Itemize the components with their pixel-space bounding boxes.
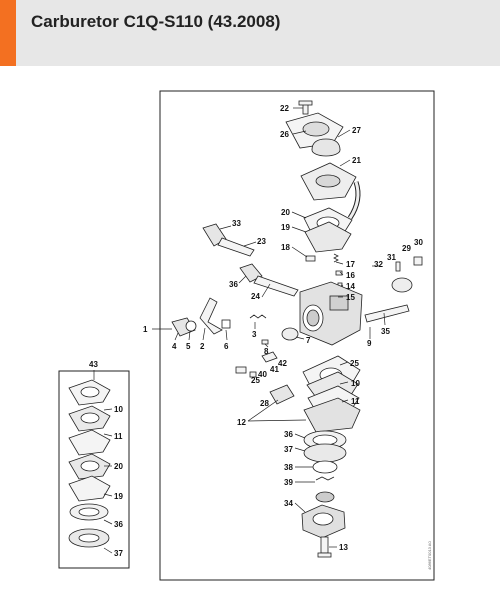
kit-callout-19: 19 (114, 492, 123, 501)
callout-37: 37 (284, 445, 293, 454)
callout-6: 6 (224, 342, 229, 351)
callout-38: 38 (284, 463, 293, 472)
callout-34: 34 (284, 499, 293, 508)
main-parts (171, 100, 423, 558)
page-title: Carburetor C1Q-S110 (43.2008) (31, 12, 281, 31)
callout-27: 27 (352, 126, 361, 135)
callout-23: 23 (257, 237, 266, 246)
kit-callout-20: 20 (114, 462, 123, 471)
callout-15: 15 (346, 293, 355, 302)
callout-2: 2 (200, 342, 205, 351)
callout-10: 10 (351, 379, 360, 388)
callout-32: 32 (374, 260, 383, 269)
callout-36: 36 (229, 280, 238, 289)
callout-8: 8 (264, 347, 269, 356)
callout-25-upper: 25 (350, 359, 359, 368)
callout-13: 13 (339, 543, 348, 552)
callout-12: 12 (237, 418, 246, 427)
callout-40: 40 (258, 370, 267, 379)
callout-41: 41 (270, 365, 279, 374)
callout-3: 3 (252, 330, 257, 339)
header-bar: Carburetor C1Q-S110 (43.2008) (0, 0, 500, 66)
kit-callout-11: 11 (114, 432, 123, 441)
main-callouts: 22 26 27 21 20 19 18 17 16 14 15 33 23 3… (143, 104, 423, 552)
callout-39: 39 (284, 478, 293, 487)
drawing-code: 4086ET0013 A0 (427, 541, 432, 570)
callout-29: 29 (402, 244, 411, 253)
callout-18: 18 (281, 243, 290, 252)
callout-19: 19 (281, 223, 290, 232)
callout-7: 7 (306, 336, 311, 345)
callout-4: 4 (172, 342, 177, 351)
kit-callout-43: 43 (89, 360, 98, 369)
kit-callouts: 43 10 11 20 19 36 37 (89, 360, 123, 558)
leader-lines (152, 107, 386, 548)
callout-17: 17 (346, 260, 355, 269)
kit-callout-36: 36 (114, 520, 123, 529)
callout-5: 5 (186, 342, 191, 351)
kit-leader-lines (93, 370, 113, 554)
main-frame (159, 90, 435, 581)
callout-24: 24 (251, 292, 260, 301)
callout-30: 30 (414, 238, 423, 247)
callout-14: 14 (346, 282, 355, 291)
callout-25-lower: 25 (251, 376, 260, 385)
callout-16: 16 (346, 271, 355, 280)
callout-9: 9 (367, 339, 372, 348)
kit-callout-37: 37 (114, 549, 123, 558)
callout-26: 26 (280, 130, 289, 139)
header-accent (0, 0, 16, 66)
callout-22: 22 (280, 104, 289, 113)
callout-1: 1 (143, 325, 148, 334)
callout-20: 20 (281, 208, 290, 217)
callout-31: 31 (387, 253, 396, 262)
callout-11: 11 (351, 397, 360, 406)
callout-33: 33 (232, 219, 241, 228)
callout-28: 28 (260, 399, 269, 408)
kit-callout-10: 10 (114, 405, 123, 414)
kit-parts (68, 379, 111, 548)
callout-36-lower: 36 (284, 430, 293, 439)
callout-21: 21 (352, 156, 361, 165)
callout-35: 35 (381, 327, 390, 336)
callout-42: 42 (278, 359, 287, 368)
